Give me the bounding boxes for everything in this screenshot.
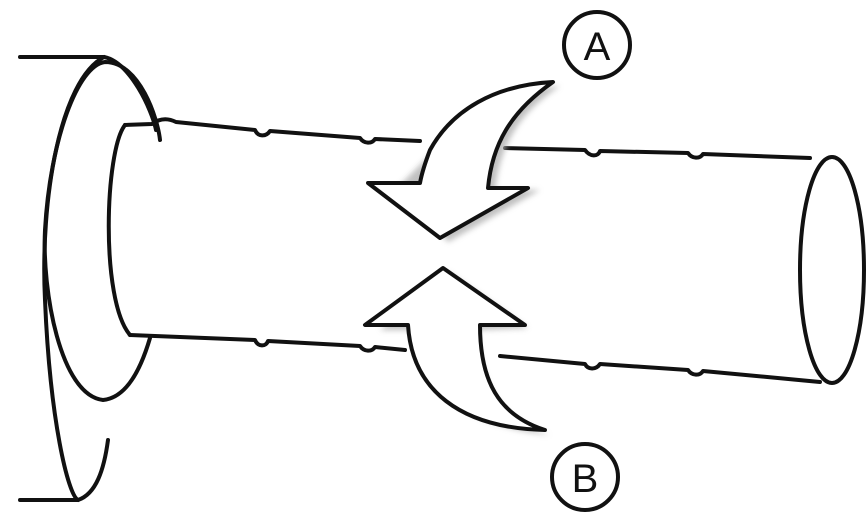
rotation-arrow-a [366, 80, 560, 242]
label-a-text: A [584, 25, 611, 69]
rotation-arrow-b [363, 266, 550, 435]
grip-flange [42, 60, 162, 402]
label-a-circle [562, 10, 632, 80]
label-a: A [562, 10, 632, 80]
label-b-circle [550, 442, 620, 512]
grip-cylinder [106, 117, 866, 385]
label-b-text: B [572, 457, 599, 501]
label-b: B [550, 442, 620, 512]
